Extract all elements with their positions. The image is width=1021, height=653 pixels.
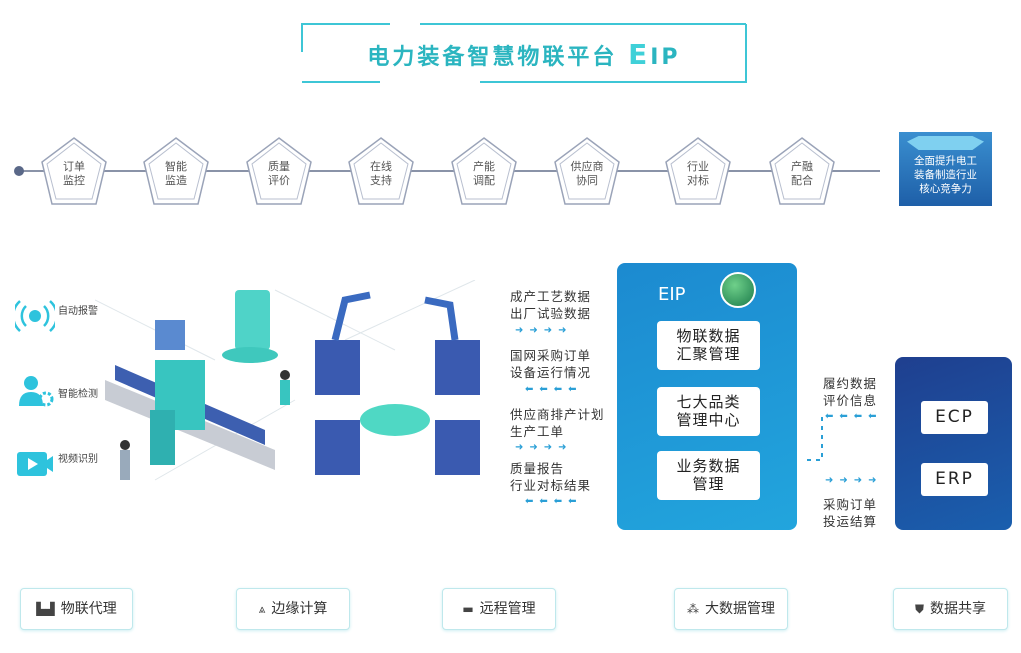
tower-icon: ⩓ <box>258 602 266 616</box>
capability-label: 远程管理 <box>479 601 536 617</box>
system-ecp: ECP <box>921 401 988 434</box>
inspector-gear-icon <box>19 376 54 407</box>
timeline-step: 订单 监控 <box>40 136 108 206</box>
server-icon: ▬ <box>462 602 474 616</box>
module-business-data: 业务数据 管理 <box>657 451 760 500</box>
arrow-left-icon: ⬅⬅⬅⬅ <box>525 496 583 507</box>
arrow-right-icon: ➜➜➜➜ <box>515 442 573 453</box>
arrow-right-icon: ➜➜➜➜ <box>515 325 573 336</box>
arrow-left-icon: ⬅⬅⬅⬅ <box>825 411 883 422</box>
flow-label: 采购订单 投运结算 <box>823 497 878 529</box>
timeline-step: 产融 配合 <box>768 136 836 206</box>
timeline-step: 在线 支持 <box>347 136 415 206</box>
flow-label: 国网采购订单 设备运行情况 <box>510 348 592 380</box>
timeline-step-label: 产融 配合 <box>791 160 813 187</box>
alarm-icon <box>15 300 55 332</box>
timeline-step-label: 行业 对标 <box>687 160 709 187</box>
timeline-step: 行业 对标 <box>664 136 732 206</box>
feature-label: 智能检测 <box>58 389 98 400</box>
cluster-icon: ⁂ <box>687 602 699 616</box>
capability-2: ⩓ 边缘计算 <box>236 588 350 630</box>
globe-logo-icon <box>720 272 756 308</box>
timeline-start-dot <box>14 166 24 176</box>
timeline-step: 智能 监造 <box>142 136 210 206</box>
page-title: 电力装备智慧物联平台 EIP <box>367 38 681 71</box>
title-frame <box>301 23 747 83</box>
arrow-right-icon: ➜➜➜➜ <box>825 475 883 486</box>
user-share-icon: ⛊ <box>914 602 924 616</box>
timeline-step-label: 在线 支持 <box>370 160 392 187</box>
capability-3: ▬ 远程管理 <box>442 588 556 630</box>
system-erp: ERP <box>921 463 988 496</box>
connector-arrows <box>804 417 823 461</box>
capability-label: 边缘计算 <box>271 601 328 617</box>
capability-4: ⁂ 大数据管理 <box>674 588 788 630</box>
module-iot-data: 物联数据 汇聚管理 <box>657 321 760 370</box>
arrow-left-icon: ⬅⬅⬅⬅ <box>525 384 583 395</box>
feature-label: 自动报警 <box>58 306 98 317</box>
timeline-step-label: 产能 调配 <box>473 160 495 187</box>
module-category-center: 七大品类 管理中心 <box>657 387 760 436</box>
factory-icon: ▙▟ <box>36 602 55 616</box>
flow-label: 成产工艺数据 出厂试验数据 <box>510 289 592 321</box>
flow-label: 供应商排产计划 生产工单 <box>510 407 605 439</box>
video-play-icon <box>17 452 53 476</box>
timeline-step-label: 智能 监造 <box>165 160 187 187</box>
timeline-step: 产能 调配 <box>450 136 518 206</box>
timeline-step-label: 订单 监控 <box>63 160 85 187</box>
capability-1: ▙▟ 物联代理 <box>20 588 133 630</box>
factory-illustration <box>95 280 480 481</box>
capability-label: 大数据管理 <box>705 601 775 617</box>
timeline-step: 供应商 协同 <box>553 136 621 206</box>
feature-label: 视频识别 <box>58 454 98 465</box>
timeline-line <box>18 170 880 172</box>
timeline-step: 质量 评价 <box>245 136 313 206</box>
external-systems-box <box>895 357 1012 530</box>
eip-label: EIP <box>658 284 686 305</box>
capability-label: 数据共享 <box>930 601 986 617</box>
timeline-step-label: 质量 评价 <box>268 160 290 187</box>
goal-box: 全面提升电工 装备制造行业 核心竞争力 <box>899 132 992 206</box>
capability-5: ⛊ 数据共享 <box>893 588 1008 630</box>
flow-label: 质量报告 行业对标结果 <box>510 461 592 493</box>
capability-label: 物联代理 <box>60 601 117 617</box>
flow-label: 履约数据 评价信息 <box>823 376 878 408</box>
timeline-step-label: 供应商 协同 <box>570 160 604 187</box>
